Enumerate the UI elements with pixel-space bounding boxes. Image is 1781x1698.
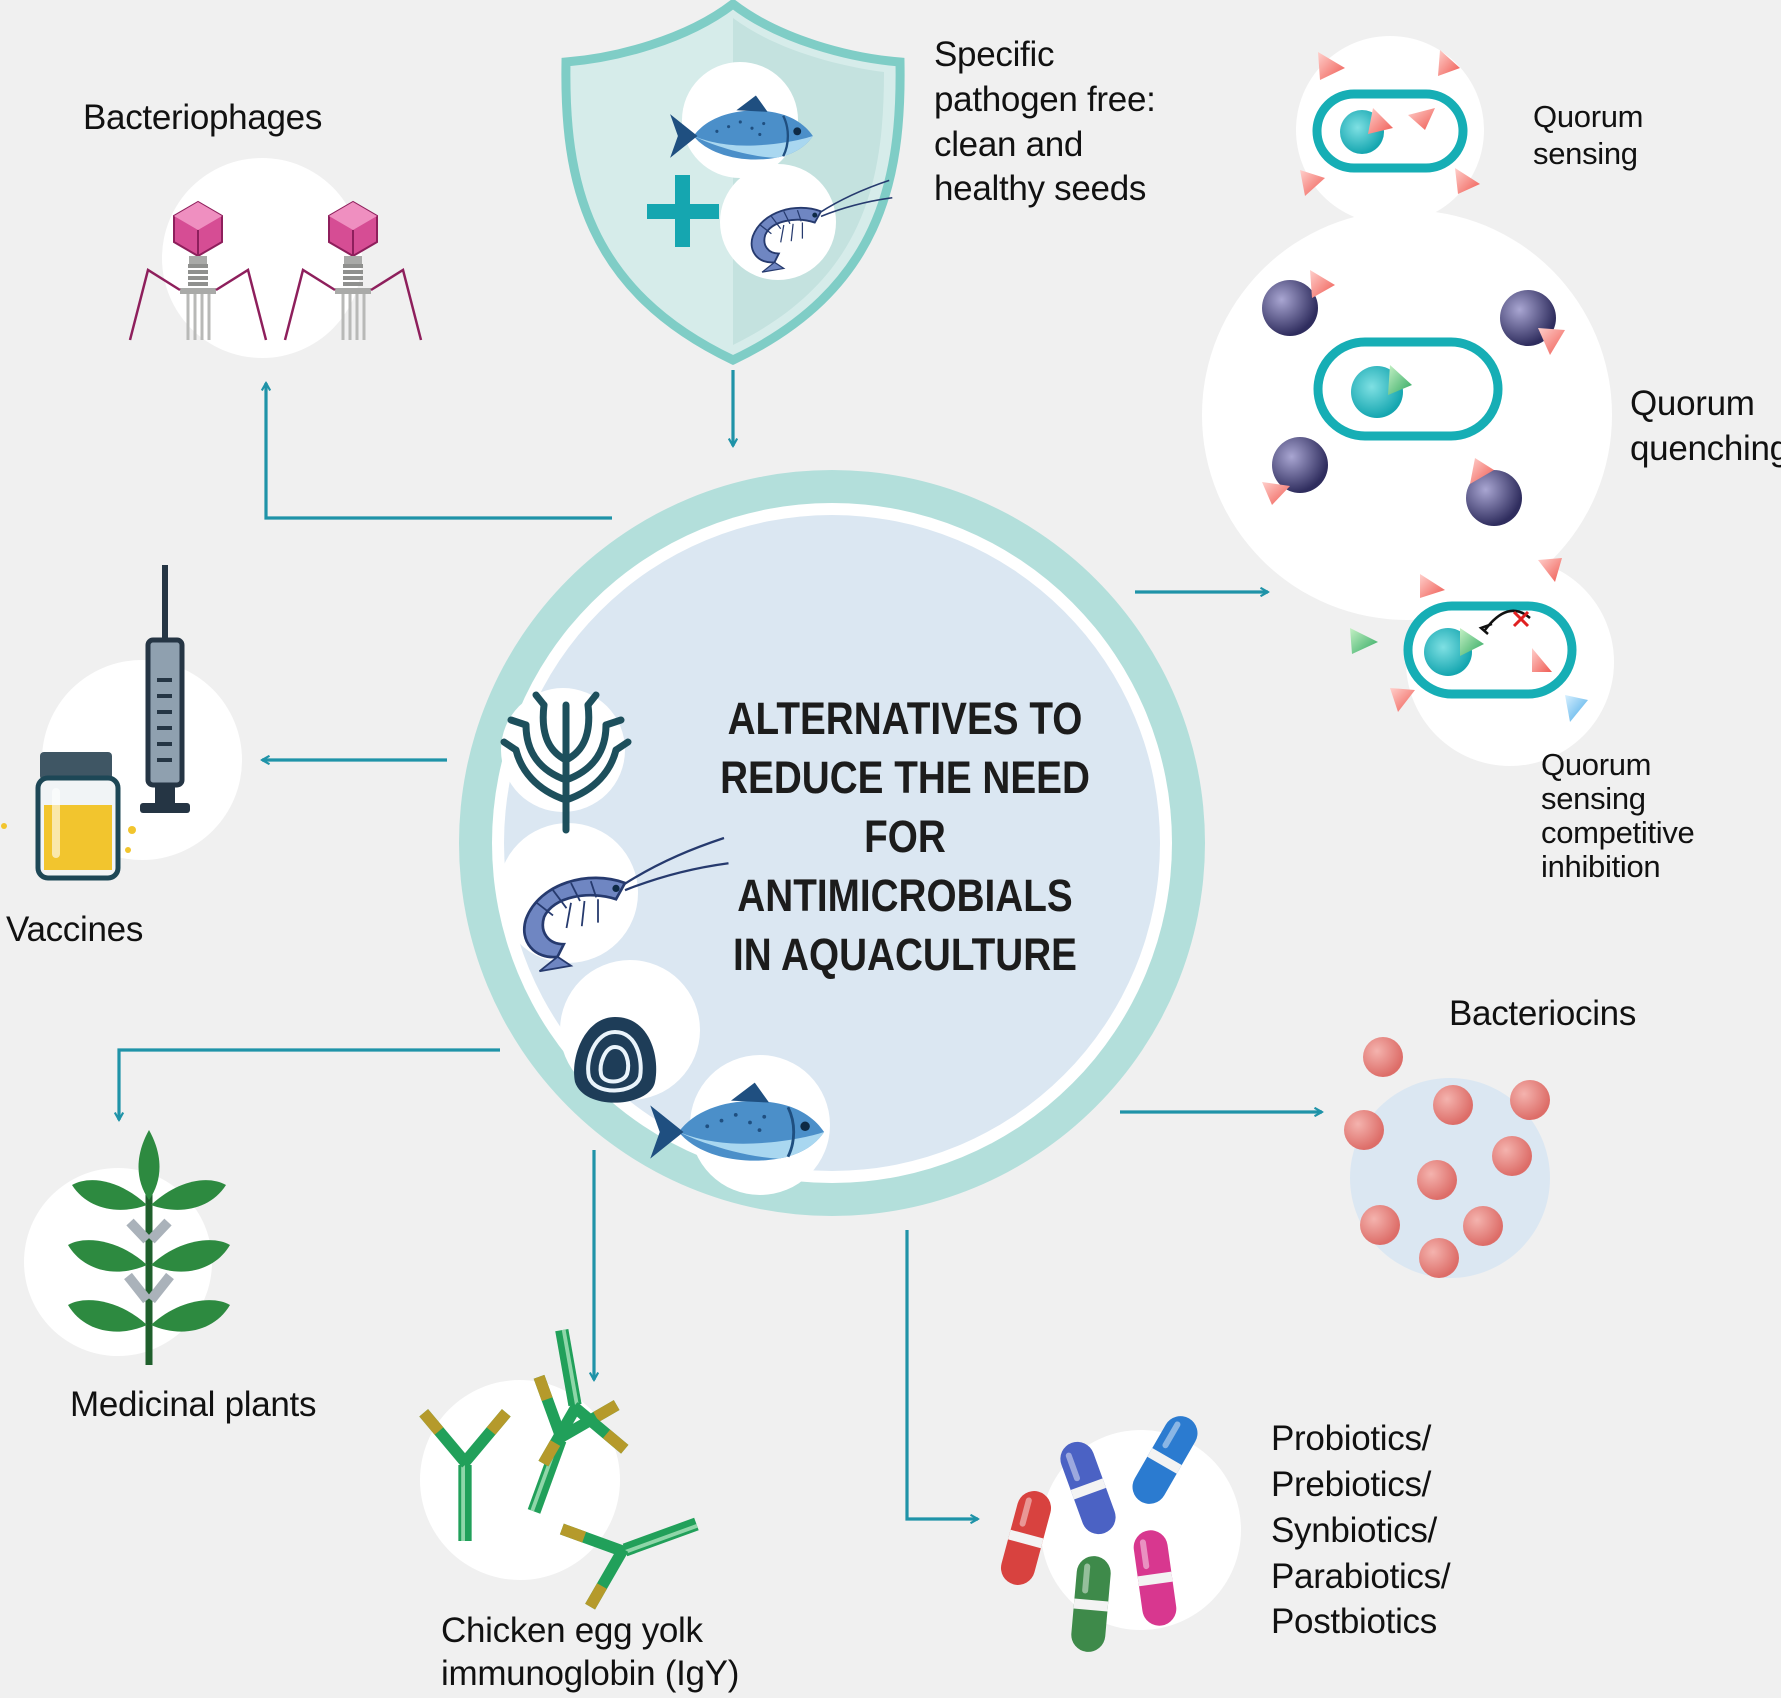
vaccines-illustration bbox=[1, 565, 242, 881]
biotics-label-line: Probiotics/ bbox=[1271, 1419, 1432, 1458]
biotics-illustration bbox=[997, 1409, 1241, 1654]
quorum-quenching-label-line: quenching bbox=[1630, 428, 1781, 468]
biotics-label-line: Parabiotics/ bbox=[1271, 1556, 1451, 1596]
oyster-icon bbox=[574, 1017, 657, 1103]
shield-icon bbox=[561, 0, 905, 365]
plus-icon bbox=[647, 175, 719, 247]
bacteriocin-dot-icon bbox=[1463, 1206, 1503, 1246]
quorum-sensing-label: Quorum sensing bbox=[1533, 98, 1643, 172]
quorum-quenching-illustration bbox=[1202, 210, 1612, 620]
igy-illustration bbox=[419, 1322, 713, 1612]
qs-competitive-label-line: sensing bbox=[1541, 781, 1646, 817]
quorum-quenching-label: Quorum quenching bbox=[1630, 382, 1781, 472]
syringe-icon bbox=[140, 565, 190, 813]
bacteriophages-illustration bbox=[128, 158, 423, 358]
bacteriocin-dot-icon bbox=[1510, 1080, 1550, 1120]
center-title-line: REDUCE THE NEED bbox=[720, 751, 1090, 803]
center-title-line: ALTERNATIVES TO bbox=[727, 693, 1083, 744]
bacteriocin-dot-icon bbox=[1344, 1110, 1384, 1150]
spf-label: Specific pathogen free: clean and health… bbox=[934, 33, 1156, 212]
bacterium-icon bbox=[1312, 89, 1468, 173]
connectors bbox=[119, 370, 1322, 1519]
biotics-label-line: Prebiotics/ bbox=[1271, 1464, 1432, 1504]
biotics-label-line: Synbiotics/ bbox=[1271, 1510, 1437, 1550]
bacteriocin-dot-icon bbox=[1419, 1238, 1459, 1278]
quorum-competitive-illustration bbox=[1350, 558, 1614, 766]
center-title: ALTERNATIVES TO REDUCE THE NEED FOR ANTI… bbox=[712, 690, 1099, 985]
quorum-sensing-label-line: Quorum bbox=[1533, 99, 1644, 134]
bacterium-icon bbox=[1313, 337, 1503, 441]
qs-competitive-label: Quorum sensing competitive inhibition bbox=[1541, 747, 1695, 885]
arrow-to-medicinal-plants bbox=[119, 1048, 500, 1120]
bacteriophages-label: Bacteriophages bbox=[83, 98, 323, 137]
arrow-to-biotics bbox=[905, 1230, 978, 1519]
bacteriocins-label: Bacteriocins bbox=[1449, 994, 1637, 1033]
igy-label-line: immunoglobin (IgY) bbox=[441, 1653, 740, 1693]
spf-label-line: clean and bbox=[934, 124, 1084, 164]
bacteriocins-illustration bbox=[1344, 1037, 1550, 1278]
bacteriocin-dot-icon bbox=[1492, 1136, 1532, 1176]
igy-label: Chicken egg yolk immunoglobin (IgY) bbox=[441, 1610, 739, 1695]
medicinal-plants-label: Medicinal plants bbox=[70, 1385, 317, 1424]
central-hub bbox=[459, 470, 1205, 1216]
plant-icon bbox=[68, 1130, 230, 1365]
quorum-sensing-illustration bbox=[1296, 36, 1484, 224]
bacteriocin-dot-icon bbox=[1360, 1205, 1400, 1245]
quorum-sensing-label-line: sensing bbox=[1533, 136, 1638, 172]
center-title-line: FOR ANTIMICROBIALS bbox=[737, 810, 1073, 921]
biotics-label-line: Postbiotics bbox=[1271, 1602, 1437, 1642]
quorum-quenching-label-line: Quorum bbox=[1630, 384, 1755, 423]
qs-competitive-label-line: competitive bbox=[1541, 815, 1695, 851]
qs-competitive-label-line: Quorum bbox=[1541, 747, 1652, 782]
biotics-label: Probiotics/ Prebiotics/ Synbiotics/ Para… bbox=[1271, 1416, 1451, 1645]
arrow-to-bacteriophages bbox=[266, 383, 612, 520]
bacteriocin-dot-icon bbox=[1417, 1160, 1457, 1200]
vaccines-label: Vaccines bbox=[6, 910, 144, 949]
spf-label-line: Specific bbox=[934, 35, 1055, 74]
igy-label-line: Chicken egg yolk bbox=[441, 1611, 703, 1650]
seaweed-icon bbox=[500, 691, 632, 834]
vial-icon bbox=[35, 752, 121, 881]
spf-label-line: pathogen free: bbox=[934, 79, 1156, 119]
qs-competitive-label-line: inhibition bbox=[1541, 849, 1661, 885]
spf-label-line: healthy seeds bbox=[934, 169, 1147, 209]
medicinal-plants-illustration bbox=[24, 1130, 230, 1365]
center-title-line: IN AQUACULTURE bbox=[733, 928, 1077, 980]
bacteriocin-dot-icon bbox=[1433, 1085, 1473, 1125]
bacteriocin-dot-icon bbox=[1363, 1037, 1403, 1077]
